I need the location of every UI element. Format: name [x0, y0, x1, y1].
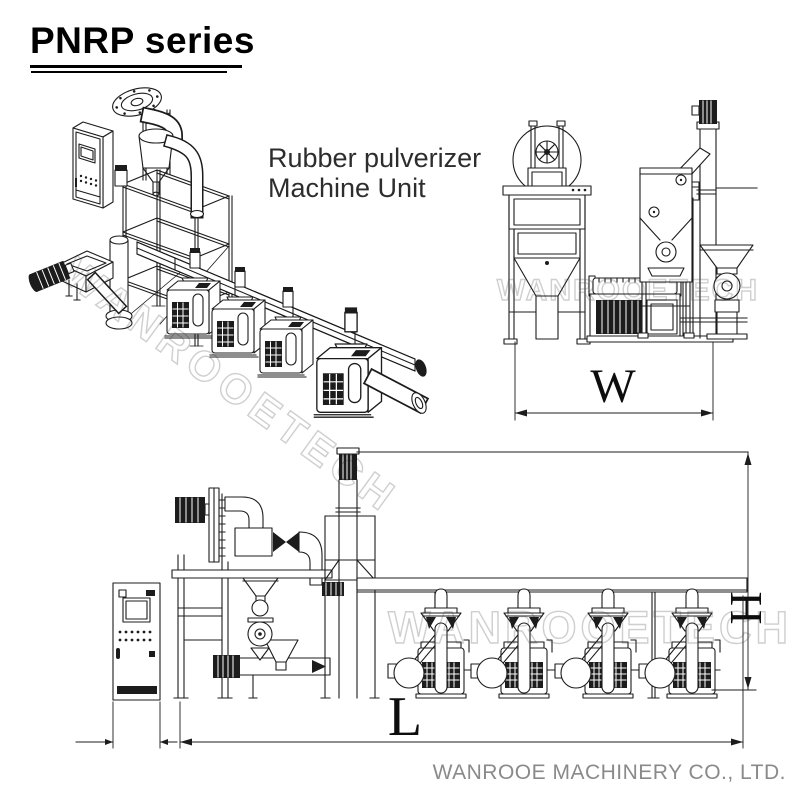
- page-title: PNRP series: [30, 20, 255, 61]
- bottom-screw-pipe: [213, 655, 331, 699]
- pulverizer-machine-side-4: [644, 588, 721, 699]
- unit-label-line1: Rubber pulverizer: [268, 143, 482, 173]
- w-dimension-label: W: [590, 360, 636, 413]
- blower-fan-unit: [502, 120, 592, 345]
- storage-bin: [637, 167, 695, 339]
- feed-chute-pipe: [86, 271, 128, 315]
- feed-motor: [28, 260, 75, 292]
- bucket-elevator-side: [320, 447, 380, 699]
- pipe-elbow-a: [139, 106, 184, 145]
- side-view-drawing: H L: [75, 447, 772, 749]
- vertical-pipe: [105, 235, 133, 330]
- rotary-valve-cylinder: [114, 165, 128, 187]
- control-cabinet: [72, 121, 114, 209]
- outlet-pipe: [362, 367, 430, 415]
- unit-label-line2: Machine Unit: [268, 172, 426, 203]
- cyclone-side: [242, 577, 279, 661]
- discharge-hopper: [699, 244, 754, 340]
- pulverizer-machine-side-3: [560, 588, 637, 699]
- pipe-elbow-b: [163, 134, 205, 219]
- title-underline-bottom: [31, 71, 227, 73]
- unit-label: Rubber pulverizer Machine Unit: [268, 143, 482, 203]
- pulverizer-machine-side-2: [476, 588, 553, 699]
- company-footer: WANROOE MACHINERY CO., LTD.: [432, 761, 786, 784]
- h-dimension-label: H: [721, 591, 772, 624]
- cyclone-frame: [171, 554, 333, 699]
- l-dimension: L: [75, 595, 744, 749]
- front-view-drawing: W: [502, 100, 758, 421]
- h-dimension: H: [711, 451, 772, 691]
- isometric-view-drawing: [28, 87, 430, 418]
- pulverizer-machine-side-1: [393, 588, 470, 699]
- w-dimension: W: [514, 341, 714, 421]
- title-underline-top: [30, 65, 242, 68]
- control-cabinet-side: [112, 582, 161, 701]
- l-dimension-label: L: [388, 686, 422, 748]
- cyclone-discharge-hopper: [264, 639, 299, 671]
